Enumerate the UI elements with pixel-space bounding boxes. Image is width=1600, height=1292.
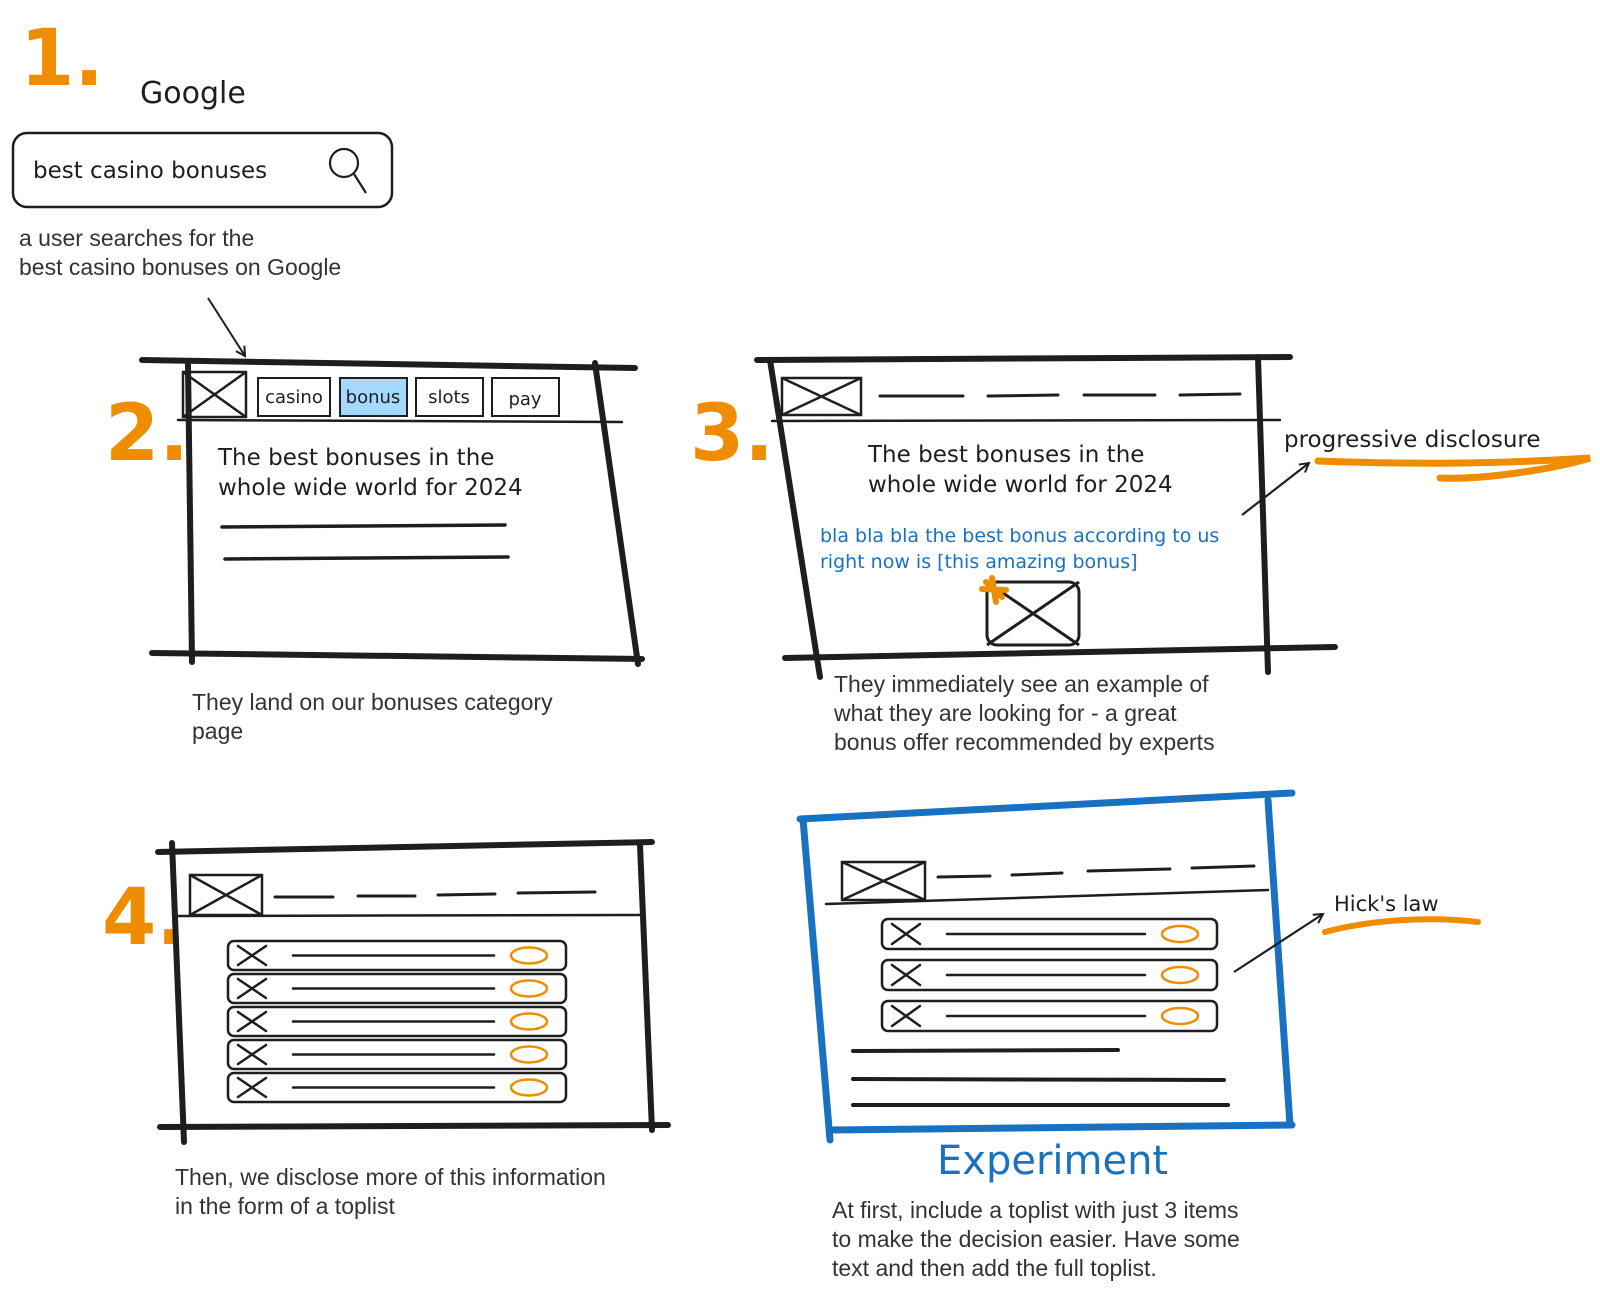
body-text-line-1: bla bla bla the best bonus according to …	[820, 525, 1219, 547]
caption-line: best casino bonuses on Google	[19, 254, 342, 280]
cta-button[interactable]	[1160, 1006, 1200, 1026]
step-4: 4.	[102, 839, 671, 1145]
step-1: 1. Google best casino bonuses	[11, 14, 394, 356]
caption-line: in the form of a toplist	[175, 1193, 395, 1219]
annotation-arrow	[1241, 463, 1309, 516]
search-query-text: best casino bonuses	[33, 158, 267, 184]
logo-placeholder	[840, 860, 927, 902]
caption-line: a user searches for the	[19, 225, 255, 251]
caption-step-1: a user searches for the best casino bonu…	[19, 224, 341, 282]
caption-line: At first, include a toplist with just 3 …	[832, 1197, 1239, 1223]
toplist-row[interactable]	[880, 958, 1219, 992]
wireframe-frame-3	[754, 354, 1338, 680]
nav-tab-casino[interactable]: casino	[257, 377, 331, 417]
toplist-row[interactable]	[226, 972, 568, 1005]
close-icon	[890, 963, 922, 987]
close-icon	[236, 1010, 268, 1033]
toplist-row[interactable]	[226, 1038, 568, 1071]
cta-button[interactable]	[509, 1078, 549, 1097]
experiment-title: Experiment	[937, 1138, 1168, 1184]
caption-step-4: Then, we disclose more of this informati…	[175, 1163, 606, 1221]
toplist-row[interactable]	[226, 1005, 568, 1038]
nav-tab-label: bonus	[346, 387, 401, 408]
logo-placeholder	[181, 370, 248, 419]
close-icon	[236, 944, 268, 967]
wireframe-frame-2	[139, 357, 645, 667]
nav-tab-label: casino	[265, 387, 323, 408]
nav-tab-bonus[interactable]: bonus	[339, 377, 408, 417]
cta-button[interactable]	[509, 979, 549, 998]
search-box[interactable]: best casino bonuses	[11, 131, 394, 209]
close-icon	[236, 1076, 268, 1099]
step-number-1: 1.	[20, 14, 104, 104]
nav-tab-label: pay	[508, 389, 541, 410]
step-number-2: 2.	[105, 389, 189, 479]
step-3: 3. The best bonuses in the whole wide wo…	[690, 354, 1592, 680]
close-icon	[890, 922, 922, 946]
text-placeholder-lines	[220, 523, 510, 561]
step-2: 2. casino bonus slots pay The best	[105, 357, 645, 667]
caption-line: what they are looking for - a great	[834, 700, 1177, 726]
search-icon[interactable]	[328, 147, 367, 194]
caption-step-2: They land on our bonuses category page	[192, 688, 553, 746]
experiment-frame	[796, 789, 1296, 1144]
nav-tab-pay[interactable]: pay	[491, 377, 560, 417]
caption-line: page	[192, 718, 244, 744]
caption-line: text and then add the full toplist.	[832, 1255, 1157, 1281]
cta-button[interactable]	[1160, 965, 1200, 985]
body-text-line-2: right now is [this amazing bonus]	[820, 551, 1138, 573]
nav-tab-slots[interactable]: slots	[415, 377, 484, 417]
logo-placeholder	[188, 873, 264, 917]
annotation-underline	[1322, 916, 1481, 935]
toplist-row[interactable]	[226, 939, 568, 972]
cta-button[interactable]	[509, 1045, 549, 1064]
highlight-star-icon	[979, 575, 1009, 605]
step-number-3: 3.	[690, 389, 774, 479]
page-heading-line-1: The best bonuses in the	[867, 442, 1144, 468]
close-icon	[236, 1043, 268, 1066]
cta-button[interactable]	[1160, 924, 1200, 944]
caption-line: Then, we disclose more of this informati…	[175, 1164, 606, 1190]
caption-experiment: At first, include a toplist with just 3 …	[832, 1196, 1240, 1283]
page-heading-line-2: whole wide world for 2024	[868, 472, 1173, 498]
flow-arrow	[207, 297, 245, 356]
caption-step-3: They immediately see an example of what …	[834, 670, 1215, 757]
caption-line: They immediately see an example of	[834, 671, 1209, 697]
text-placeholder-lines	[851, 1048, 1230, 1107]
toplist	[226, 939, 568, 1104]
toplist-row[interactable]	[226, 1071, 568, 1104]
nav-tab-label: slots	[428, 387, 470, 408]
bonus-image-placeholder	[985, 580, 1081, 647]
caption-line: bonus offer recommended by experts	[834, 729, 1215, 755]
toplist-row[interactable]	[880, 917, 1219, 951]
annotation-progressive-disclosure: progressive disclosure	[1284, 427, 1541, 453]
caption-line: to make the decision easier. Have some	[832, 1226, 1240, 1252]
annotation-underline	[1314, 454, 1592, 482]
page-heading-line-1: The best bonuses in the	[217, 445, 494, 471]
toplist-row[interactable]	[880, 999, 1219, 1033]
cta-button[interactable]	[509, 946, 549, 965]
caption-line: They land on our bonuses category	[192, 689, 553, 715]
wireframe-frame-4	[155, 839, 671, 1145]
google-logo-text: Google	[140, 76, 246, 111]
wireframe-header	[824, 864, 1270, 906]
close-icon	[236, 977, 268, 1000]
cta-button[interactable]	[509, 1012, 549, 1031]
page-heading-line-2: whole wide world for 2024	[218, 475, 523, 501]
annotation-arrow	[1233, 914, 1323, 973]
logo-placeholder	[780, 376, 863, 417]
toplist	[880, 917, 1219, 1033]
experiment-step: Experiment Hick's law	[796, 789, 1481, 1184]
close-icon	[890, 1004, 922, 1028]
annotation-hicks-law: Hick's law	[1334, 892, 1439, 916]
